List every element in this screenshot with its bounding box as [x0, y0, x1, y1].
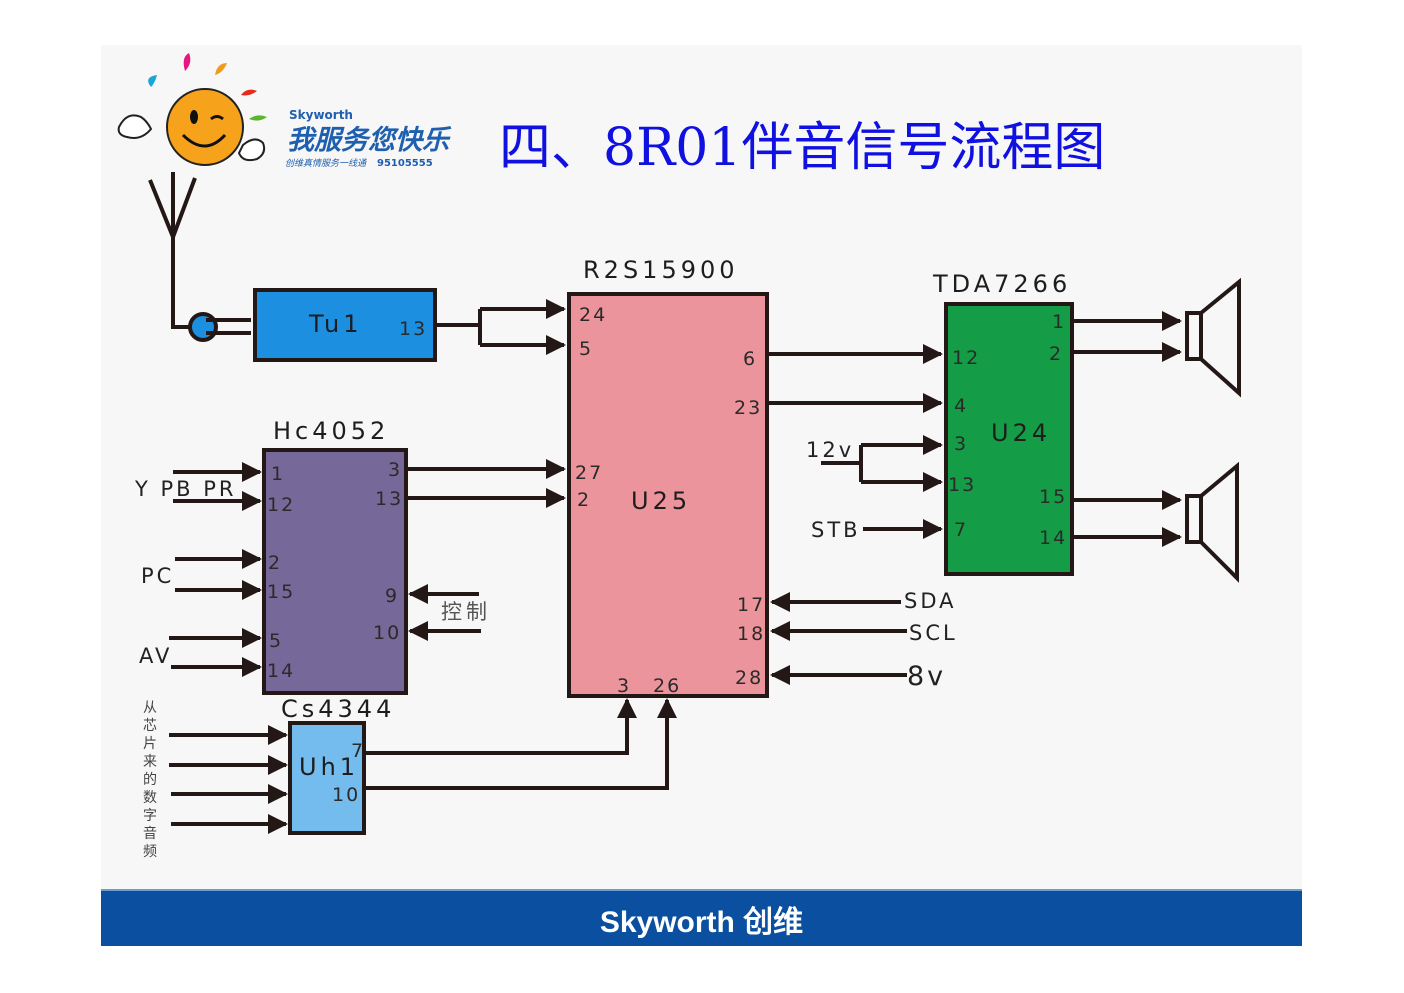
u24-pin: 2	[1049, 343, 1063, 365]
signal-flow-diagram: Skyworth 我服务您快乐 创维真情服务一线通 95105555 四、8R0…	[117, 53, 1241, 860]
tuner-pin-13: 13	[399, 318, 427, 340]
u24-pin: 7	[954, 519, 968, 541]
footer-brand-logo: Skyworth 创维	[599, 905, 804, 939]
cs4344-pin: 7	[351, 740, 365, 762]
wire-cs4344-u25-3	[364, 698, 637, 755]
hc4052-pin: 9	[385, 585, 399, 607]
hc4052-pin: 5	[269, 630, 283, 652]
u24-pin: 12	[952, 347, 980, 369]
u24-part-label: TDA7266	[932, 270, 1071, 298]
u24-pin: 15	[1039, 486, 1067, 508]
input-label-ypbpr: Y PB PR	[134, 477, 237, 501]
wire-cs4344-u25-26	[364, 698, 677, 790]
speaker-icon	[1185, 277, 1241, 398]
hc4052-block	[262, 448, 408, 695]
u25-pin: 24	[579, 304, 607, 326]
u25-pin: 27	[575, 462, 603, 484]
u25-pin: 28	[735, 667, 763, 689]
u24-pin: 4	[954, 395, 968, 417]
hc4052-pin: 3	[388, 459, 402, 481]
cs4344-part-label: Cs4344	[281, 695, 395, 723]
cs4344-block	[288, 721, 366, 835]
u25-pin: 26	[653, 675, 681, 697]
label-char: 音	[143, 825, 157, 842]
label-char: 的	[143, 772, 157, 788]
u25-pin: 6	[743, 348, 757, 370]
logo-hotline-text: 创维真情服务一线通	[285, 158, 367, 169]
u25-pin: 18	[737, 623, 765, 645]
hc4052-pin: 13	[375, 488, 403, 510]
hc4052-part-label: Hc4052	[273, 417, 389, 445]
hc4052-pin: 12	[267, 494, 295, 516]
u25-pin: 5	[579, 338, 593, 360]
tuner-block	[253, 288, 437, 362]
logo-slogan: 我服务您快乐	[287, 125, 452, 156]
sun-mascot-icon	[117, 53, 267, 166]
u24-pin: 14	[1039, 527, 1067, 549]
antenna-icon	[148, 172, 251, 342]
tuner-name: Tu1	[308, 310, 363, 338]
skyworth-logo: Skyworth 我服务您快乐 创维真情服务一线通 95105555	[117, 53, 452, 169]
slide: Skyworth 我服务您快乐 创维真情服务一线通 95105555 四、8R0…	[101, 45, 1302, 946]
label-char: 字	[143, 808, 157, 824]
input-label-av: AV	[139, 644, 172, 668]
u24-pin: 1	[1052, 311, 1066, 333]
label-char: 频	[143, 844, 157, 860]
footer-bar: Skyworth 创维	[101, 889, 1302, 946]
scl-label: SCL	[909, 621, 958, 645]
u25-pin: 2	[577, 489, 591, 511]
hc4052-pin: 10	[373, 622, 401, 644]
u24-name: U24	[991, 419, 1051, 447]
u24-pin: 13	[948, 474, 976, 496]
label-char: 从	[143, 700, 157, 716]
control-label: 控制	[441, 600, 491, 624]
u24-block	[944, 302, 1074, 576]
u25-block	[567, 292, 769, 698]
label-char: 来	[143, 754, 157, 770]
page-title: 四、8R01伴音信号流程图	[499, 118, 1105, 178]
logo-hotline-number: 95105555	[377, 158, 433, 169]
hc4052-pin: 14	[267, 660, 295, 682]
logo-brand: Skyworth	[289, 108, 353, 122]
u25-name: U25	[631, 487, 691, 515]
label-char: 片	[143, 736, 157, 752]
12v-label: 12v	[806, 438, 854, 462]
hc4052-pin: 15	[267, 581, 295, 603]
u25-pin: 23	[734, 397, 762, 419]
hc4052-pin: 1	[271, 463, 285, 485]
8v-label: 8v	[907, 661, 946, 692]
stb-label: STB	[811, 518, 861, 542]
tuner-output-wire	[435, 309, 482, 345]
u25-pin: 3	[617, 675, 631, 697]
sda-label: SDA	[904, 589, 957, 613]
u25-pin: 17	[737, 594, 765, 616]
cs4344-name: Uh1	[299, 753, 359, 781]
label-char: 数	[143, 790, 157, 806]
label-char: 芯	[143, 718, 157, 734]
wire-12v-split	[821, 445, 863, 482]
hc4052-pin: 2	[268, 552, 282, 574]
input-label-pc: PC	[141, 564, 174, 588]
u24-pin: 3	[954, 433, 968, 455]
u25-part-label: R2S15900	[583, 256, 739, 284]
speaker-icon	[1185, 461, 1239, 583]
cs4344-pin: 10	[332, 784, 360, 806]
digital-audio-label: 从 芯 片 来 的 数 字 音 频	[143, 700, 157, 860]
